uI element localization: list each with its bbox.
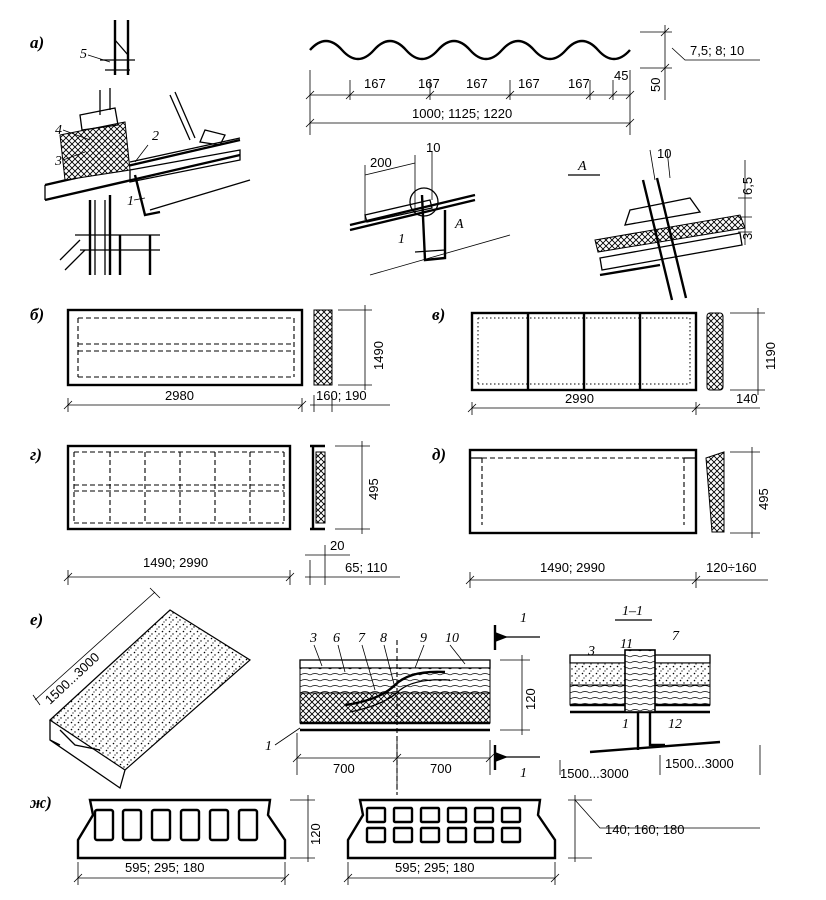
panel-v: в) 2990 1190 140 [432, 305, 778, 415]
num-1-e: 1 [265, 739, 272, 754]
dim-e-700-right: 700 [430, 761, 452, 776]
num-4: 4 [55, 123, 62, 138]
dim-zh-t: 140; 160; 180 [605, 822, 685, 837]
corrugated-sheet-profile: 167 167 167 167 167 45 1000; 1125; 1220 … [305, 25, 760, 135]
dim-b-t: 160; 190 [316, 388, 367, 403]
label-d: д) [432, 445, 446, 464]
dim-wave-5: 167 [568, 76, 590, 91]
num-11: 11 [620, 637, 633, 652]
dim-v-w: 1190 [763, 342, 778, 370]
dim-d-w: 495 [756, 488, 771, 510]
dim-sheet-width: 1000; 1125; 1220 [412, 106, 512, 121]
label-zh: ж) [29, 793, 52, 812]
panel-d: д) 1490; 2990 495 120÷160 [432, 445, 771, 588]
label-section-11: 1–1 [622, 604, 643, 619]
dim-sheet-thickness: 7,5; 8; 10 [690, 43, 744, 58]
dim-65: 6,5 [740, 177, 755, 195]
num-12: 12 [668, 717, 682, 732]
dim-zh-len-1: 595; 295; 180 [125, 860, 205, 875]
label-b: б) [30, 305, 44, 324]
panel-zh: ж) 120 595; 295; 180 595; 295; 180 140; … [29, 793, 760, 885]
dim-wave-2: 167 [418, 76, 440, 91]
num-10: 10 [445, 631, 459, 646]
dim-50: 50 [648, 78, 663, 92]
dim-wave-1: 167 [364, 76, 386, 91]
cut-1-bottom: 1 [520, 766, 527, 781]
label-a: а) [30, 33, 44, 52]
dim-3: 3 [740, 233, 755, 240]
dim-e-120: 120 [523, 688, 538, 710]
dim-g-20: 20 [330, 538, 344, 553]
num-8: 8 [380, 631, 387, 646]
num-1-detail: 1 [398, 232, 405, 247]
dim-g-w: 495 [366, 478, 381, 500]
panel-g: г) 1490; 2990 495 20 65; 110 [30, 441, 400, 585]
num-6: 6 [333, 631, 340, 646]
dim-200: 200 [370, 155, 392, 170]
num-3: 3 [54, 154, 62, 169]
num-1-s: 1 [622, 717, 629, 732]
dim-e-700-left: 700 [333, 761, 355, 776]
num-3-e: 3 [309, 631, 317, 646]
panel-b: б) 2980 1490 160; 190 [30, 305, 390, 412]
num-3-s: 3 [587, 644, 595, 659]
label-detail-a: А [577, 159, 587, 174]
section-a-eaves: а) 5 4 3 2 1 [30, 20, 251, 275]
fastening-detail: 200 10 А 1 [349, 140, 511, 276]
dim-v-len: 2990 [565, 391, 594, 406]
dim-g-t: 65; 110 [345, 560, 387, 575]
dim-g-len: 1490; 2990 [143, 555, 208, 570]
dim-v-t: 140 [736, 391, 758, 406]
num-5: 5 [80, 47, 87, 62]
num-2: 2 [152, 129, 159, 144]
dim-span-left: 1500...3000 [560, 766, 629, 781]
dim-b-w: 1490 [371, 341, 386, 370]
dim-wave-4: 167 [518, 76, 540, 91]
dim-b-len: 2980 [165, 388, 194, 403]
section-1-1: 1–1 3 11 7 1 12 1500...3000 1500...3000 [559, 604, 761, 781]
panel-e-section: 1 1 120 700 700 3 6 7 8 9 10 1 [265, 611, 540, 795]
num-7-s: 7 [672, 629, 680, 644]
dim-span-right: 1500...3000 [665, 756, 734, 771]
label-g: г) [30, 445, 42, 464]
num-9: 9 [420, 631, 427, 646]
dim-d-t: 120÷160 [706, 560, 757, 575]
dim-wave-3: 167 [466, 76, 488, 91]
dim-10-a: 10 [426, 140, 440, 155]
label-a-ref: А [454, 217, 464, 232]
num-1: 1 [127, 194, 134, 209]
cut-1-top: 1 [520, 611, 527, 626]
dim-zh-120: 120 [308, 823, 323, 845]
detail-a: А 10 6,5 3 [568, 146, 755, 301]
dim-45: 45 [614, 68, 628, 83]
dim-d-len: 1490; 2990 [540, 560, 605, 575]
num-7: 7 [358, 631, 366, 646]
dim-zh-len-2: 595; 295; 180 [395, 860, 475, 875]
panel-e-iso: е) 1500...3000 [30, 587, 252, 790]
dim-10-b: 10 [657, 146, 671, 161]
label-v: в) [432, 305, 445, 324]
label-e: е) [30, 610, 43, 629]
